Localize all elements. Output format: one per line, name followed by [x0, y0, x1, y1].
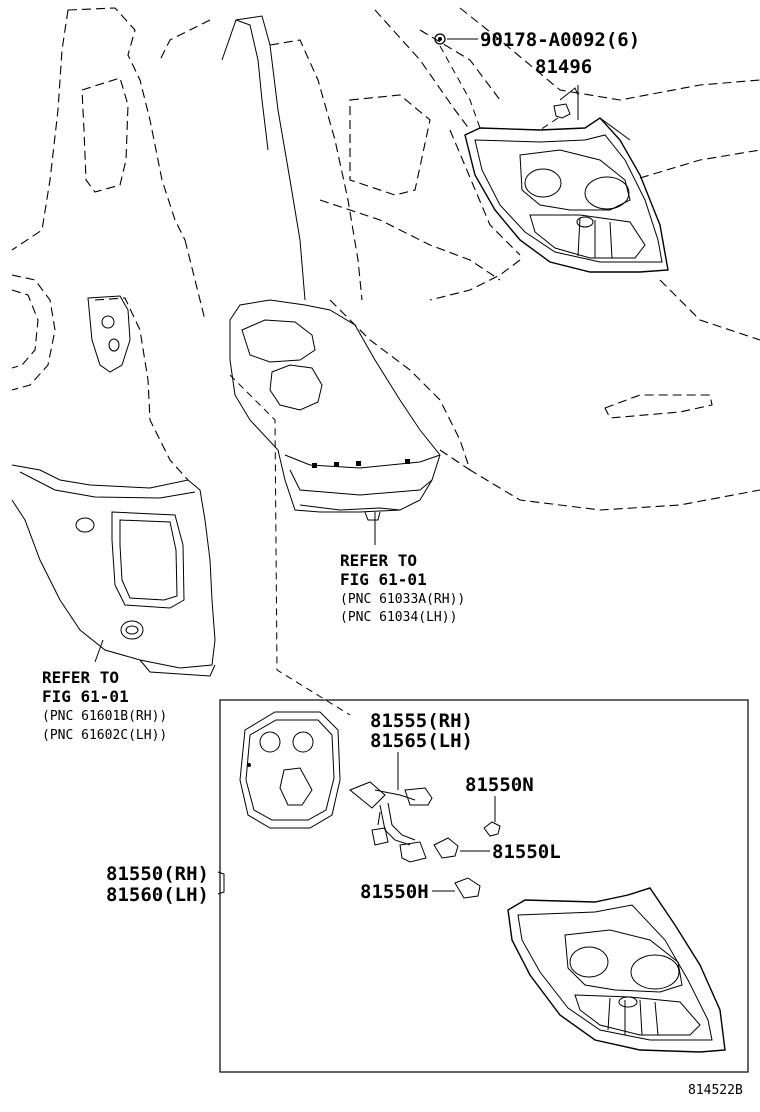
bulb-n — [483, 796, 501, 837]
label-ref-left-1: REFER TO — [42, 668, 119, 687]
lamp-gasket — [239, 711, 341, 829]
quarter-panel-outline — [11, 7, 211, 391]
label-ref-center-3: (PNC 61033A(RH)) — [340, 592, 465, 607]
label-lamp-rh: 81550(RH) — [106, 863, 209, 885]
label-retainer: 81496 — [535, 56, 592, 78]
rear-body-outline — [319, 7, 760, 511]
label-bulb-n: 81550N — [465, 774, 534, 796]
figure-code: 814522B — [688, 1083, 743, 1098]
label-socket-rh: 81555(RH) — [370, 710, 473, 732]
lamp-bracket — [217, 871, 225, 895]
socket-wire-harness — [349, 752, 433, 863]
label-bulb-h: 81550H — [360, 881, 429, 903]
assembly-leader — [229, 374, 351, 716]
retainer-nut — [539, 85, 579, 131]
bulb-l — [433, 837, 490, 859]
label-ref-center-2: FIG 61-01 — [340, 570, 427, 589]
left-reinforcement-panel — [11, 295, 216, 677]
label-ref-left-4: (PNC 61602C(LH)) — [42, 728, 167, 743]
label-bulb-l: 81550L — [492, 841, 561, 863]
label-clip: 90178-A0092(6) — [480, 29, 640, 51]
center-pillar-panel — [221, 15, 441, 521]
tail-lamp-installed — [464, 117, 669, 273]
label-ref-left-3: (PNC 61601B(RH)) — [42, 709, 167, 724]
clip-fastener — [434, 33, 481, 129]
label-lamp-lh: 81560(LH) — [106, 884, 209, 906]
label-ref-center-1: REFER TO — [340, 551, 417, 570]
bulb-h — [432, 877, 481, 899]
label-ref-center-4: (PNC 61034(LH)) — [340, 610, 457, 625]
detail-box — [219, 699, 749, 1073]
ref-left-leader — [94, 639, 104, 663]
label-socket-lh: 81565(LH) — [370, 730, 473, 752]
label-ref-left-2: FIG 61-01 — [42, 687, 129, 706]
tail-lamp-assembly — [507, 887, 726, 1053]
